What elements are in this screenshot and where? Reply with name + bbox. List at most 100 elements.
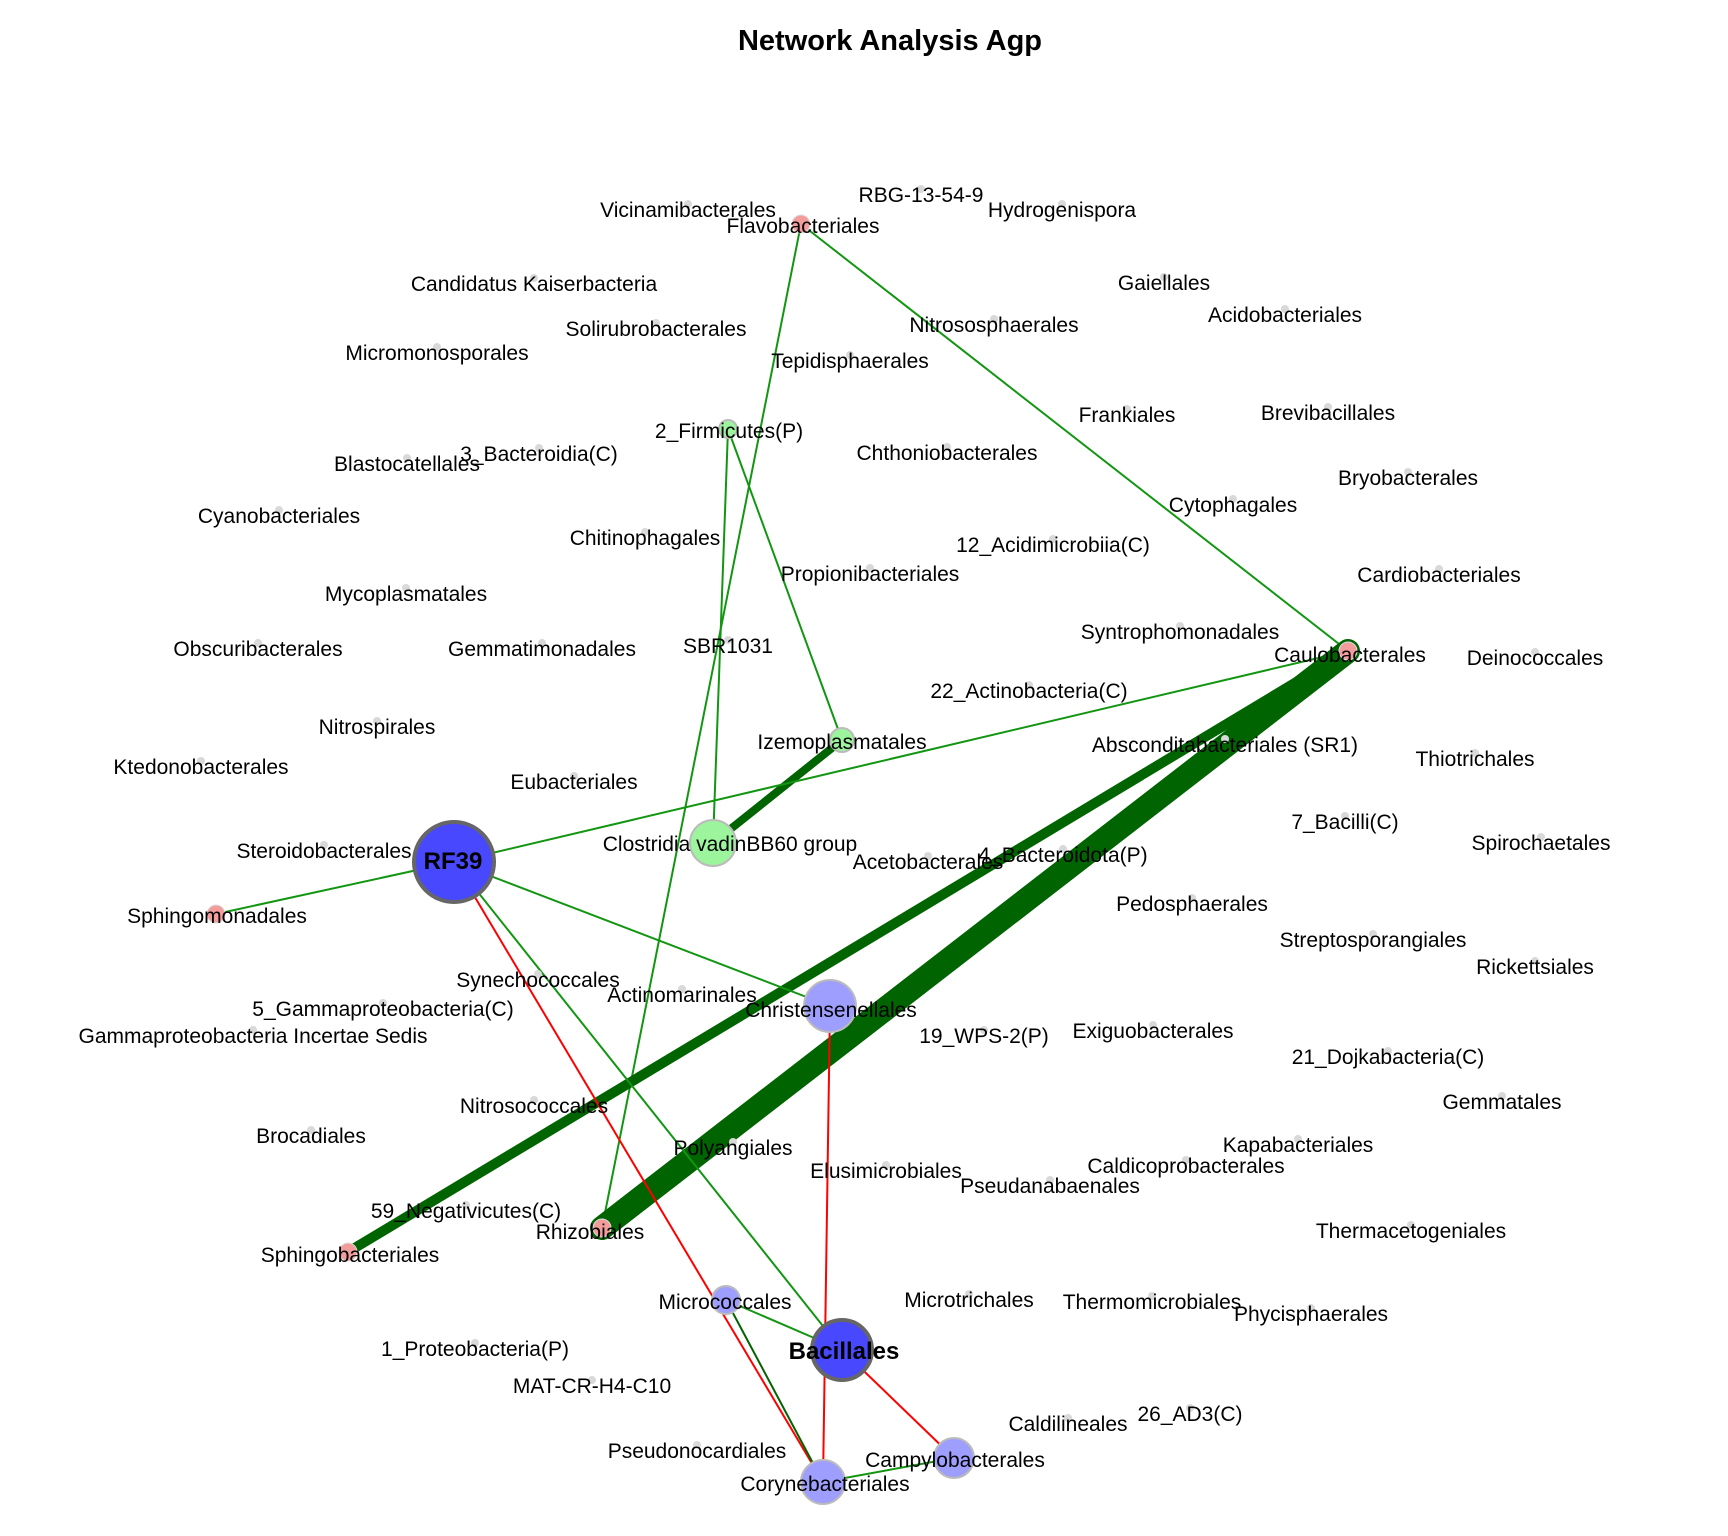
- node-label-gammaproteobacteria-incertae-sedis: Gammaproteobacteria Incertae Sedis: [78, 1025, 427, 1048]
- node-izemoplasmatales: [829, 727, 855, 753]
- node-label-caulobacterales: Caulobacterales: [1274, 644, 1426, 667]
- node-sphingobacteriales: [338, 1242, 358, 1262]
- node-nitrosococcales: [530, 1096, 538, 1104]
- node-sbr1031: [724, 636, 732, 644]
- node-label-actinomarinales: Actinomarinales: [607, 984, 756, 1007]
- node-label-cytophagales: Cytophagales: [1169, 494, 1297, 517]
- node-brevibacillales: [1324, 403, 1332, 411]
- node-label-gemmatimonadales: Gemmatimonadales: [448, 638, 636, 661]
- node-label-7-bacilli-c: 7_Bacilli(C): [1291, 811, 1398, 834]
- edge-caulobacterales-sphingobacteriales: [343, 646, 1353, 1257]
- node-label-propionibacteriales: Propionibacteriales: [781, 563, 960, 586]
- node-label-solirubrobacterales: Solirubrobacterales: [566, 318, 747, 341]
- node-pseudonocardiales: [693, 1441, 701, 1449]
- node-label-thermacetogeniales: Thermacetogeniales: [1316, 1220, 1506, 1243]
- node-label-rhizobiales: Rhizobiales: [536, 1221, 645, 1244]
- nodes-layer: [197, 185, 1545, 1505]
- node-christensenellales: [803, 979, 857, 1033]
- edge-2-firmicutes-p-izemoplasmatales: [727, 428, 843, 741]
- node-label-rbg-13-54-9: RBG-13-54-9: [859, 184, 984, 207]
- node-spirochaetales: [1537, 833, 1545, 841]
- node-chthoniobacterales: [943, 443, 951, 451]
- node-label-pedosphaerales: Pedosphaerales: [1116, 893, 1268, 916]
- node-label-26-ad3-c: 26_AD3(C): [1137, 1403, 1242, 1426]
- node-label-micromonosporales: Micromonosporales: [345, 342, 528, 365]
- node-22-actinobacteria-c: [1025, 681, 1033, 689]
- node-label-ktedonobacterales: Ktedonobacterales: [113, 756, 288, 779]
- node-label-cardiobacteriales: Cardiobacteriales: [1357, 564, 1520, 587]
- node-label-kapabacteriales: Kapabacteriales: [1223, 1134, 1374, 1157]
- node-label-1-proteobacteria-p: 1_Proteobacteria(P): [381, 1338, 569, 1361]
- node-mat-cr-h4-c10: [588, 1376, 596, 1384]
- node-label-frankiales: Frankiales: [1079, 404, 1176, 427]
- node-streptosporangiales: [1369, 930, 1377, 938]
- node-label-5-gammaproteobacteria-c: 5_Gammaproteobacteria(C): [252, 998, 513, 1021]
- node-label-mat-cr-h4-c10: MAT-CR-H4-C10: [513, 1375, 671, 1398]
- edge-rf39-corynebacteriales: [453, 861, 824, 1483]
- node-cytophagales: [1229, 495, 1237, 503]
- node-phycisphaerales: [1307, 1304, 1315, 1312]
- node-absconditabacteriales-sr1: [1221, 735, 1229, 743]
- edge-izemoplasmatales-clostridia-vadinbb60-group: [709, 736, 846, 847]
- node-nitrospirales: [373, 717, 381, 725]
- node-19-wps-2-p: [980, 1026, 988, 1034]
- node-label-spirochaetales: Spirochaetales: [1472, 832, 1611, 855]
- node-brocadiales: [307, 1126, 315, 1134]
- node-kapabacteriales: [1294, 1135, 1302, 1143]
- node-label-sbr1031: SBR1031: [683, 635, 773, 658]
- node-elusimicrobiales: [882, 1161, 890, 1169]
- node-deinococcales: [1531, 648, 1539, 656]
- node-gaiellales: [1160, 273, 1168, 281]
- node-7-bacilli-c: [1341, 812, 1349, 820]
- node-label-campylobacterales: Campylobacterales: [865, 1449, 1045, 1472]
- chart-title: Network Analysis Agp: [738, 25, 1042, 57]
- node-label-gaiellales: Gaiellales: [1118, 272, 1210, 295]
- node-label-caldicoprobacterales: Caldicoprobacterales: [1087, 1155, 1284, 1178]
- node-label-rf39: RF39: [424, 848, 483, 875]
- node-gammaproteobacteria-incertae-sedis: [249, 1026, 257, 1034]
- node-label-tepidisphaerales: Tepidisphaerales: [771, 350, 929, 373]
- node-label-sphingobacteriales: Sphingobacteriales: [261, 1244, 440, 1267]
- node-3-bacteroidia-c: [535, 444, 543, 452]
- node-rf39: [412, 820, 496, 904]
- node-label-syntrophomonadales: Syntrophomonadales: [1081, 621, 1279, 644]
- node-steroidobacterales: [320, 841, 328, 849]
- edge-flavobacteriales-caulobacterales: [800, 223, 1349, 652]
- node-nitrososphaerales: [990, 315, 998, 323]
- node-label-candidatus-kaiserbacteria: Candidatus Kaiserbacteria: [411, 273, 658, 296]
- node-thiotrichales: [1471, 749, 1479, 757]
- node-label-bacillales: Bacillales: [789, 1338, 900, 1365]
- node-21-dojkabacteria-c: [1384, 1047, 1392, 1055]
- node-label-59-negativicutes-c: 59_Negativicutes(C): [371, 1200, 561, 1223]
- node-label-hydrogenispora: Hydrogenispora: [988, 199, 1137, 222]
- node-rhizobiales: [592, 1218, 612, 1238]
- node-exiguobacterales: [1149, 1021, 1157, 1029]
- node-label-flavobacteriales: Flavobacteriales: [727, 215, 880, 238]
- node-label-exiguobacterales: Exiguobacterales: [1072, 1020, 1233, 1043]
- node-label-2-firmicutes-p: 2_Firmicutes(P): [655, 420, 803, 443]
- node-chitinophagales: [641, 528, 649, 536]
- node-cyanobacteriales: [275, 506, 283, 514]
- node-label-phycisphaerales: Phycisphaerales: [1234, 1303, 1388, 1326]
- node-microtrichales: [965, 1290, 973, 1298]
- node-label-sphingomonadales: Sphingomonadales: [127, 905, 307, 928]
- node-label-rickettsiales: Rickettsiales: [1476, 956, 1594, 979]
- node-label-nitrososphaerales: Nitrososphaerales: [909, 314, 1078, 337]
- node-polyangiales: [729, 1138, 737, 1146]
- edge-rf39-christensenellales: [453, 861, 831, 1007]
- node-caldilineales: [1064, 1414, 1072, 1422]
- node-frankiales: [1123, 405, 1131, 413]
- node-thermacetogeniales: [1407, 1221, 1415, 1229]
- node-pedosphaerales: [1188, 894, 1196, 902]
- node-label-thiotrichales: Thiotrichales: [1415, 748, 1534, 771]
- node-59-negativicutes-c: [462, 1201, 470, 1209]
- node-ktedonobacterales: [197, 757, 205, 765]
- node-label-polyangiales: Polyangiales: [673, 1137, 792, 1160]
- node-label-vicinamibacterales: Vicinamibacterales: [600, 199, 776, 222]
- node-label-gemmatales: Gemmatales: [1442, 1091, 1561, 1114]
- node-label-microtrichales: Microtrichales: [904, 1289, 1034, 1312]
- node-label-3-bacteroidia-c: 3_Bacteroidia(C): [460, 443, 618, 466]
- node-5-gammaproteobacteria-c: [379, 999, 387, 1007]
- edge-caulobacterales-rhizobiales: [590, 639, 1360, 1240]
